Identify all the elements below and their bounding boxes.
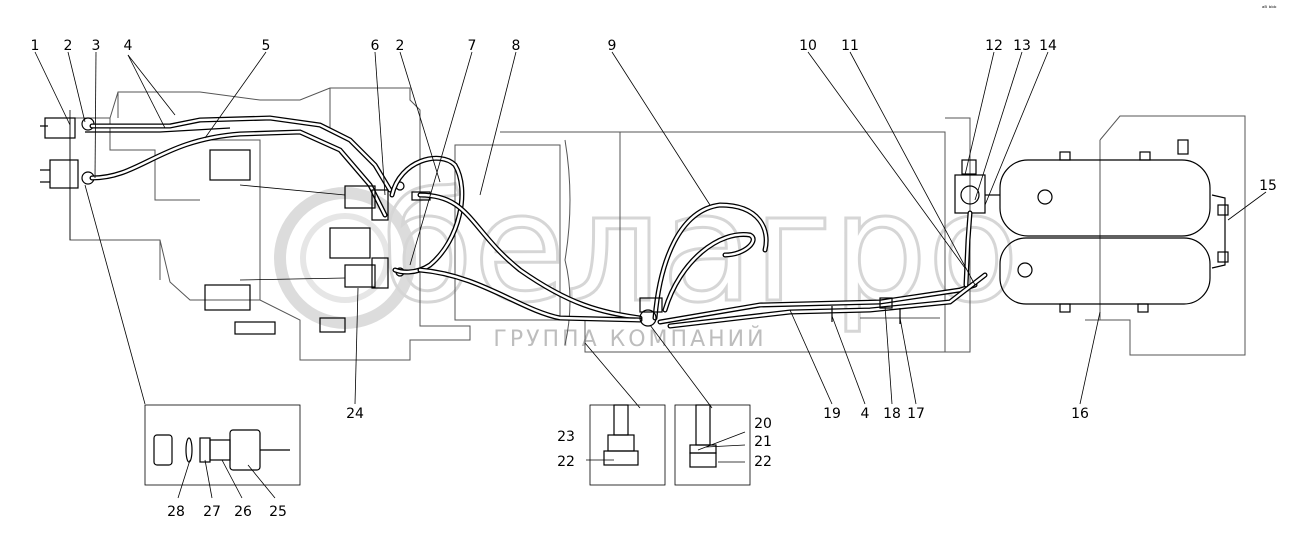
callout-4-bottom: 4 [861, 406, 870, 422]
callout-28: 28 [167, 504, 185, 520]
callout-7: 7 [468, 38, 477, 54]
callout-4-top: 4 [124, 38, 133, 54]
callout-24: 24 [346, 406, 364, 422]
callout-9: 9 [608, 38, 617, 54]
callout-2-top-left: 2 [64, 38, 73, 54]
callout-5: 5 [262, 38, 271, 54]
callout-18: 18 [883, 406, 901, 422]
corner-mark: ᵃᴮ ᵇᵇᵇ [1262, 5, 1277, 12]
callout-8: 8 [512, 38, 521, 54]
callout-27: 27 [203, 504, 221, 520]
callout-12: 12 [985, 38, 1003, 54]
detail-box-right [649, 324, 751, 486]
callout-13: 13 [1013, 38, 1031, 54]
callout-25: 25 [269, 504, 287, 520]
callout-22-middle: 22 [557, 454, 575, 470]
callout-26: 26 [234, 504, 252, 520]
callout-1: 1 [31, 38, 40, 54]
front-pipes [85, 115, 393, 218]
long-pipes [417, 192, 988, 329]
detail-box-left [144, 404, 301, 486]
callout-10: 10 [799, 38, 817, 54]
callout-14: 14 [1039, 38, 1057, 54]
callout-20: 20 [754, 416, 772, 432]
callout-23: 23 [557, 429, 575, 445]
callout-2-top-middle: 2 [396, 38, 405, 54]
callout-19: 19 [823, 406, 841, 422]
callout-numbers: 1 2 3 4 5 6 2 7 8 9 10 11 12 13 14 15 16… [31, 38, 1277, 520]
watermark-subtitle: ГРУППА КОМПАНИЙ [493, 326, 766, 352]
callout-17: 17 [907, 406, 925, 422]
front-valve-blocks [40, 110, 95, 240]
callout-21: 21 [754, 434, 772, 450]
detail-box-middle [584, 342, 666, 486]
callout-16: 16 [1071, 406, 1089, 422]
callout-6: 6 [371, 38, 380, 54]
callout-3: 3 [92, 38, 101, 54]
callout-11: 11 [841, 38, 859, 54]
callout-15: 15 [1259, 178, 1277, 194]
callout-22-right: 22 [754, 454, 772, 470]
leader-lines [34, 51, 1267, 499]
